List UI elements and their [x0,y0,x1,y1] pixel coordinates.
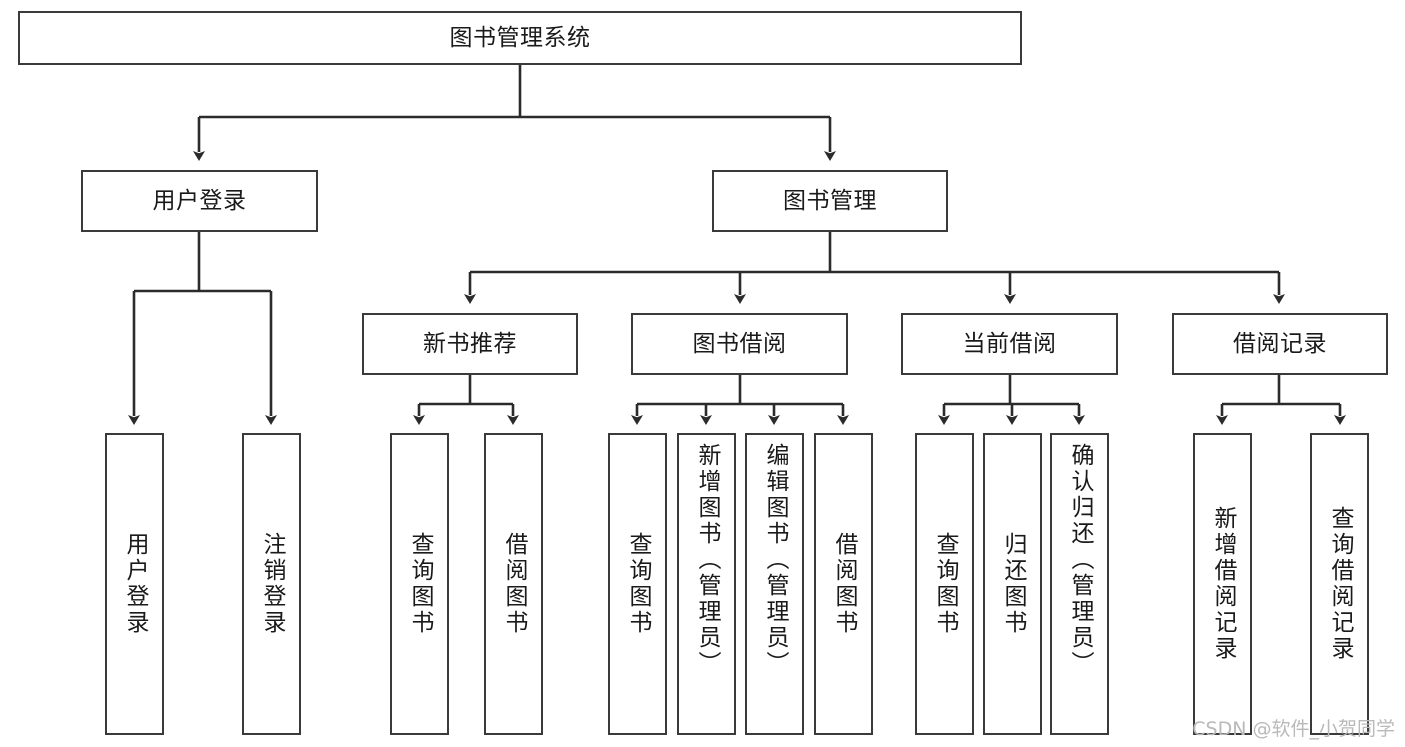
node-current-borrow[interactable]: 当前借阅 [901,313,1118,375]
node-label: 用户登录 [122,532,148,636]
node-root[interactable]: 图书管理系统 [18,11,1022,65]
node-label: 借阅图书 [831,532,857,636]
leaf-borrow-add-book[interactable]: 新增图书（管理员） [677,433,736,735]
node-label: 图书借阅 [692,330,787,357]
node-label: 查询图书 [932,532,958,636]
leaf-user-login[interactable]: 用户登录 [105,433,164,735]
node-label: 借阅图书 [501,532,527,636]
node-book-management[interactable]: 图书管理 [712,170,948,232]
node-label: 新增图书（管理员） [694,443,720,677]
node-user-login[interactable]: 用户登录 [81,170,318,232]
node-label: 新增借阅记录 [1210,506,1236,662]
node-label: 当前借阅 [962,330,1057,357]
leaf-new-book-borrow[interactable]: 借阅图书 [484,433,543,735]
node-label: 图书管理 [783,187,877,214]
node-label: 查询图书 [407,532,433,636]
leaf-borrow-borrow-book[interactable]: 借阅图书 [814,433,873,735]
node-label: 新书推荐 [423,330,517,357]
leaf-new-book-query[interactable]: 查询图书 [390,433,449,735]
leaf-records-query[interactable]: 查询借阅记录 [1310,433,1369,735]
node-label: 用户登录 [152,187,247,214]
leaf-user-logout[interactable]: 注销登录 [242,433,301,735]
node-label: 查询图书 [625,532,651,636]
node-label: 图书管理系统 [449,24,591,51]
leaf-records-add[interactable]: 新增借阅记录 [1193,433,1252,735]
node-label: 归还图书 [1000,532,1026,636]
node-label: 借阅记录 [1233,330,1327,357]
leaf-current-confirm-return[interactable]: 确认归还（管理员） [1050,433,1109,735]
node-book-borrow[interactable]: 图书借阅 [631,313,848,375]
node-label: 确认归还（管理员） [1067,443,1093,677]
node-label: 注销登录 [259,532,285,636]
node-label: 编辑图书（管理员） [762,443,788,677]
leaf-current-query-book[interactable]: 查询图书 [915,433,974,735]
csdn-watermark: CSDN @软件_小贺同学 [1192,718,1395,740]
leaf-current-return-book[interactable]: 归还图书 [983,433,1042,735]
node-borrow-records[interactable]: 借阅记录 [1172,313,1388,375]
leaf-borrow-query-book[interactable]: 查询图书 [608,433,667,735]
node-label: 查询借阅记录 [1327,506,1353,662]
node-new-book-recommend[interactable]: 新书推荐 [362,313,578,375]
leaf-borrow-edit-book[interactable]: 编辑图书（管理员） [745,433,804,735]
